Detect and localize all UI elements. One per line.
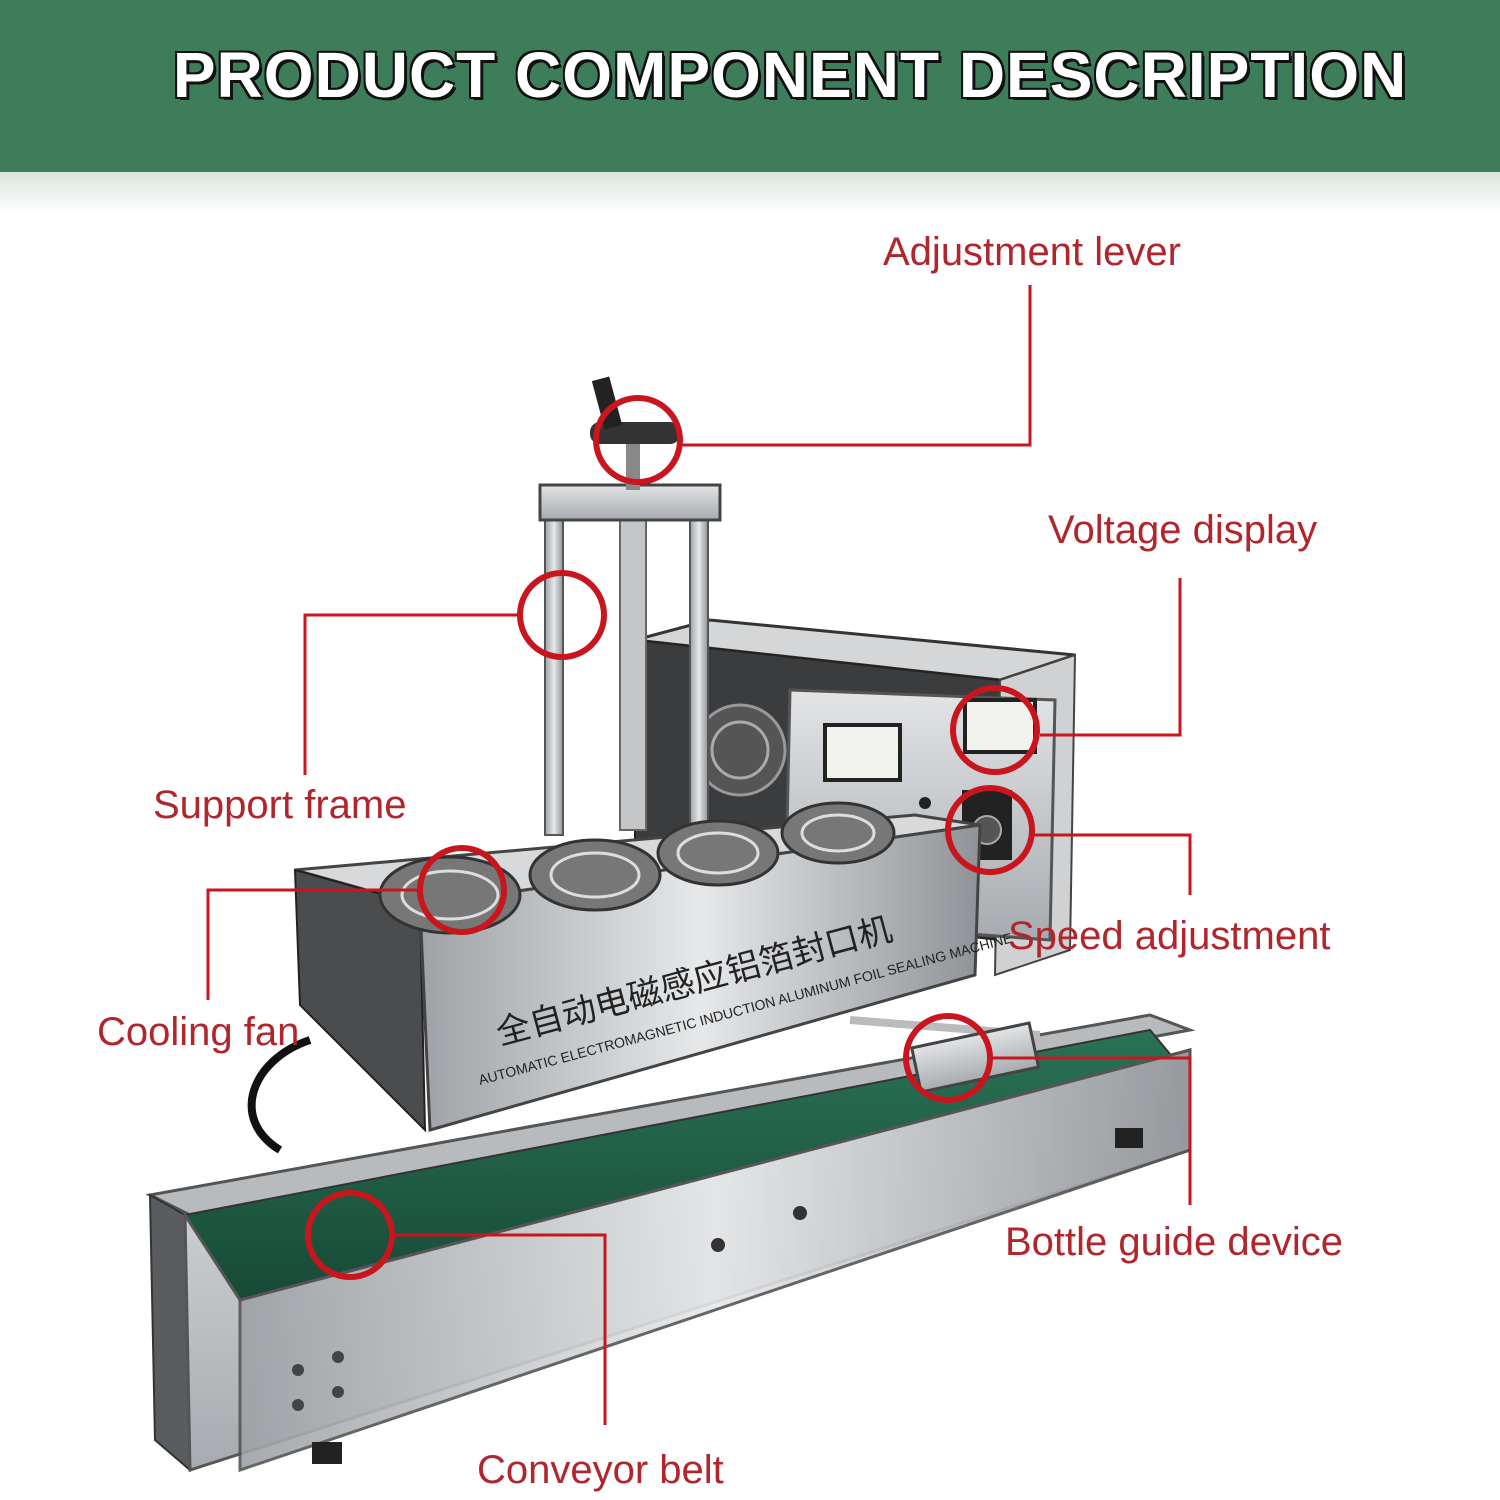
fan-grilles xyxy=(378,801,896,935)
voltage-display-marker xyxy=(950,685,1040,775)
support-columns xyxy=(538,376,722,836)
speed-adjustment-marker xyxy=(945,785,1035,875)
support-frame-line xyxy=(303,613,520,775)
callout-lines xyxy=(206,285,1192,1425)
speed-adjustment-line xyxy=(1030,833,1192,895)
cooling-fan-line xyxy=(206,888,420,1000)
page-title: PRODUCT COMPONENT DESCRIPTION xyxy=(172,39,1408,111)
adjustment-lever-marker xyxy=(593,395,683,485)
bottle-guide-line xyxy=(990,1056,1192,1205)
label-speed-adjustment: Speed adjustment xyxy=(1008,914,1331,958)
bottle-guide xyxy=(849,1016,1041,1094)
label-conveyor-belt: Conveyor belt xyxy=(477,1448,724,1492)
label-cooling-fan: Cooling fan xyxy=(97,1010,300,1054)
support-frame-marker xyxy=(517,570,607,660)
adjustment-lever-line xyxy=(680,285,1032,447)
label-adjustment-lever: Adjustment lever xyxy=(883,230,1181,274)
bottle-guide-marker xyxy=(903,1013,993,1103)
label-voltage-display: Voltage display xyxy=(1048,508,1318,552)
label-bottle-guide-device: Bottle guide device xyxy=(1005,1220,1344,1264)
power-cable xyxy=(247,1036,312,1154)
voltage-display-line xyxy=(1040,578,1182,737)
banner-shadow xyxy=(0,172,1500,212)
label-support-frame: Support frame xyxy=(153,783,407,827)
cooling-fan-marker xyxy=(417,845,507,935)
callout-circles xyxy=(305,395,1040,1280)
title-banner xyxy=(0,0,1500,172)
conveyor-belt-marker xyxy=(305,1190,395,1280)
conveyor-belt-line xyxy=(392,1233,607,1425)
